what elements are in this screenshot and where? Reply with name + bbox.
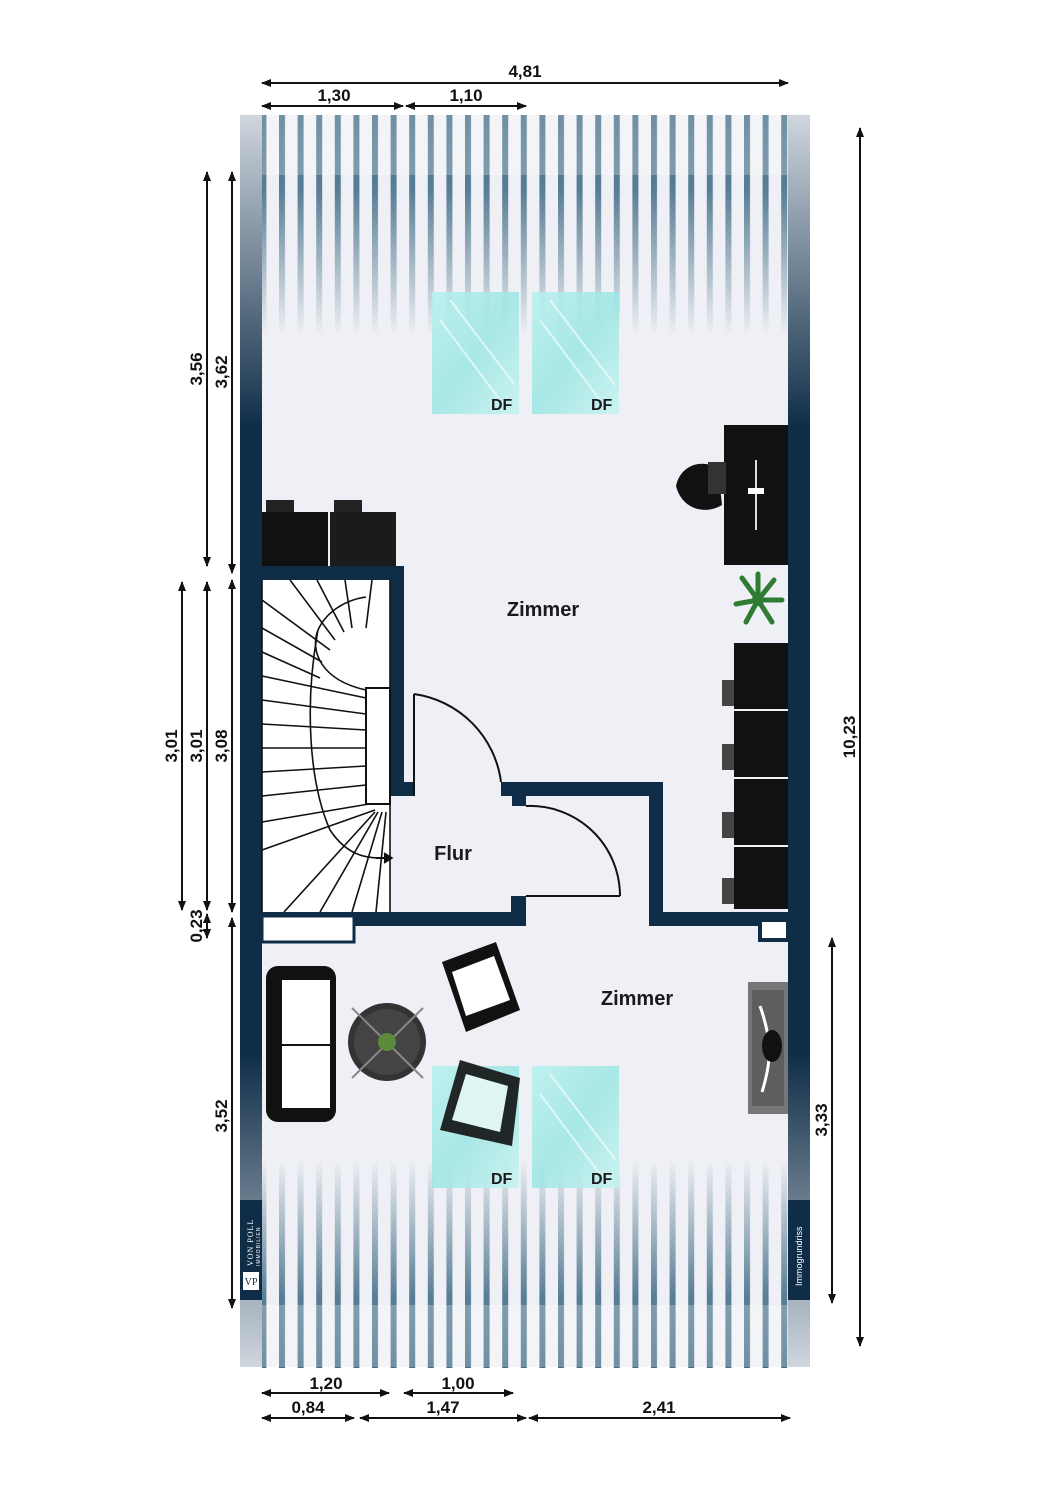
dim-top-left: 1,30	[317, 86, 350, 105]
dim-bottom-row2-left: 0,84	[291, 1398, 325, 1417]
skylight-label-4: DF	[591, 1171, 613, 1188]
round-table	[348, 1003, 426, 1081]
dim-left-upper-inner: 3,62	[212, 355, 231, 388]
interior-walls	[262, 566, 790, 942]
wardrobes-right	[722, 643, 788, 909]
plant-icon	[733, 571, 785, 625]
window-sill-left	[260, 914, 356, 944]
dim-bottom-row2-right: 2,41	[642, 1398, 675, 1417]
desk-upper	[724, 425, 788, 565]
dim-top-right: 1,10	[449, 86, 482, 105]
room-label-hall: Flur	[434, 843, 472, 865]
tv-sideboard	[748, 982, 788, 1114]
provider-name: Immogrundriss	[794, 1226, 804, 1286]
dim-left-stair-outer: 3,01	[162, 729, 181, 762]
dim-bottom-row1-left: 1,20	[309, 1374, 342, 1393]
room-label-upper: Zimmer	[507, 599, 579, 621]
roof-slope-top	[262, 115, 788, 335]
dim-right-total: 10,23	[840, 716, 859, 759]
door-upper-room[interactable]	[413, 693, 502, 796]
office-chair	[676, 462, 726, 510]
skylight-label-3: DF	[491, 1171, 513, 1188]
door-hall[interactable]	[525, 804, 622, 897]
dim-left-stair-inner: 3,08	[212, 729, 231, 762]
dim-left-upper-outer: 3,56	[187, 352, 206, 385]
armchair-2	[440, 1060, 520, 1146]
dim-top-total: 4,81	[508, 62, 541, 81]
dim-left-stair-mid: 3,01	[187, 729, 206, 762]
dim-bottom-row1-right: 1,00	[441, 1374, 474, 1393]
dimension-lines	[178, 79, 864, 1422]
outer-walls	[240, 115, 810, 1367]
room-label-lower: Zimmer	[601, 988, 673, 1010]
cabinets-upper-left	[262, 500, 396, 566]
provider-block: Immogrundriss	[788, 1200, 810, 1300]
dim-left-lower: 3,52	[212, 1099, 231, 1132]
logo-mark: VP	[245, 1277, 258, 1288]
skylight-label-2: DF	[591, 397, 613, 414]
staircase	[261, 579, 394, 913]
dim-bottom-row2-mid: 1,47	[426, 1398, 459, 1417]
armchair-1	[442, 942, 520, 1032]
roof-slope-bottom	[262, 1160, 788, 1368]
dim-right-lower: 3,33	[812, 1103, 831, 1136]
brand-name: VON POLL	[246, 1219, 255, 1266]
dim-left-wall: 0,23	[187, 909, 206, 942]
sofa	[266, 966, 336, 1122]
skylight-label-1: DF	[491, 397, 513, 414]
brand-subtitle: IMMOBILIEN	[256, 1227, 262, 1266]
brand-block: VP VON POLL IMMOBILIEN	[240, 1200, 262, 1300]
